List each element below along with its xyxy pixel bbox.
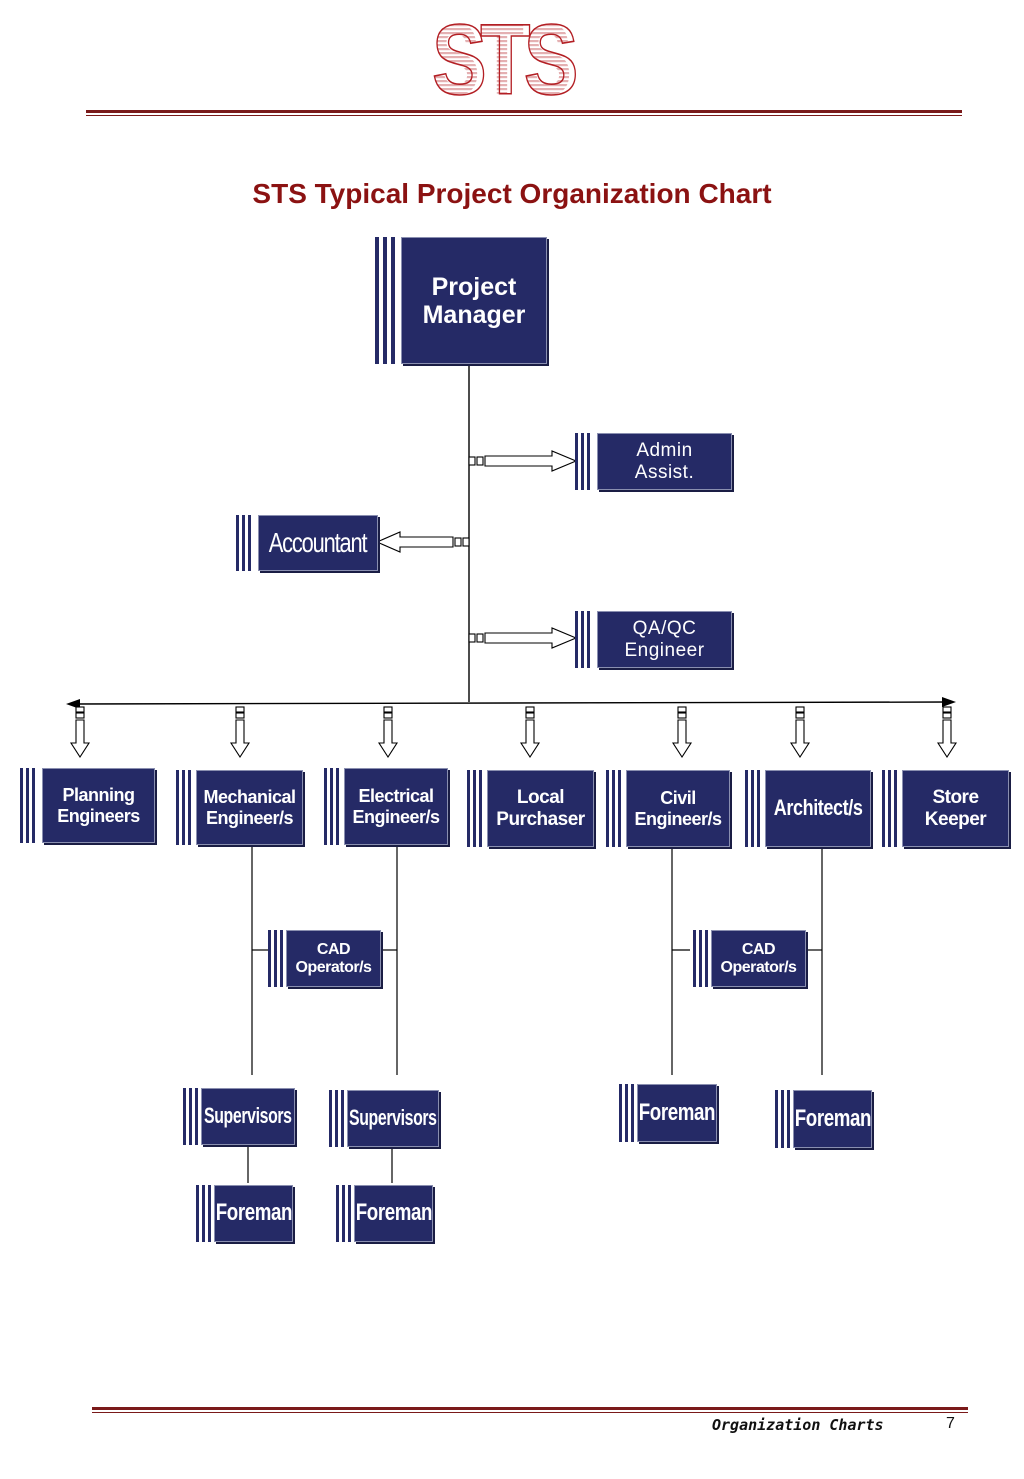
down-arrow-tick bbox=[75, 712, 85, 719]
node-qaqc-engineer: QA/QC Engineer bbox=[575, 611, 732, 668]
down-arrow-tick bbox=[235, 712, 245, 719]
down-arrow-tick bbox=[75, 706, 85, 713]
down-arrow-tick bbox=[942, 706, 952, 713]
arrow-to-accountant bbox=[375, 531, 454, 553]
node-planning-engineers: Planning Engineers bbox=[20, 768, 155, 843]
node-accountant: Accountant bbox=[236, 515, 378, 571]
down-arrow-4 bbox=[671, 719, 693, 759]
node-foreman-elec: Foreman bbox=[336, 1185, 433, 1242]
node-admin-assist: Admin Assist. bbox=[575, 433, 732, 490]
footer-section-label: Organization Charts bbox=[712, 1416, 884, 1434]
node-supervisors-mech: Supervisors bbox=[183, 1088, 295, 1145]
down-arrow-1 bbox=[229, 719, 251, 759]
node-local-purchaser: Local Purchaser bbox=[467, 770, 594, 847]
node-project-manager: Project Manager bbox=[375, 237, 547, 364]
down-arrow-3 bbox=[519, 719, 541, 759]
page-number: 7 bbox=[946, 1415, 955, 1432]
node-architects: Architect/s bbox=[745, 770, 871, 847]
node-foreman-arch: Foreman bbox=[775, 1090, 872, 1148]
branch-line bbox=[73, 701, 951, 705]
down-arrow-tick bbox=[677, 706, 687, 713]
arrow-to-admin bbox=[484, 450, 578, 472]
header-rule bbox=[86, 110, 962, 113]
arrow-to-qaqc bbox=[484, 627, 578, 649]
down-arrow-tick bbox=[677, 712, 687, 719]
down-arrow-tick bbox=[525, 712, 535, 719]
footer-rule bbox=[92, 1407, 968, 1410]
down-arrow-6 bbox=[936, 719, 958, 759]
down-arrow-2 bbox=[377, 719, 399, 759]
sts-logo: STS STS bbox=[431, 12, 577, 102]
down-arrow-5 bbox=[789, 719, 811, 759]
down-arrow-tick bbox=[795, 706, 805, 713]
node-cad-operators-2: CAD Operator/s bbox=[693, 930, 806, 987]
down-arrow-tick bbox=[383, 706, 393, 713]
node-civil-engineers: Civil Engineer/s bbox=[606, 770, 730, 847]
page-title: STS Typical Project Organization Chart bbox=[252, 178, 772, 209]
down-arrow-tick bbox=[942, 712, 952, 719]
branch-arrow-right bbox=[942, 697, 956, 707]
node-electrical-engineers: Electrical Engineer/s bbox=[324, 768, 448, 845]
node-foreman-civil: Foreman bbox=[619, 1084, 717, 1142]
node-store-keeper: Store Keeper bbox=[882, 770, 1009, 847]
node-mechanical-engineers: Mechanical Engineer/s bbox=[176, 770, 303, 845]
svg-text:STS: STS bbox=[432, 12, 576, 102]
svg-text:STS: STS bbox=[432, 12, 572, 102]
node-foreman-mech: Foreman bbox=[196, 1185, 293, 1242]
footer-rule-thin bbox=[92, 1412, 968, 1413]
down-arrow-tick bbox=[795, 712, 805, 719]
node-supervisors-elec: Supervisors bbox=[329, 1090, 439, 1147]
down-arrow-0 bbox=[69, 719, 91, 759]
header-rule-thin bbox=[86, 115, 962, 116]
down-arrow-tick bbox=[235, 706, 245, 713]
node-cad-operators-1: CAD Operator/s bbox=[268, 930, 381, 987]
down-arrow-tick bbox=[383, 712, 393, 719]
down-arrow-tick bbox=[525, 706, 535, 713]
